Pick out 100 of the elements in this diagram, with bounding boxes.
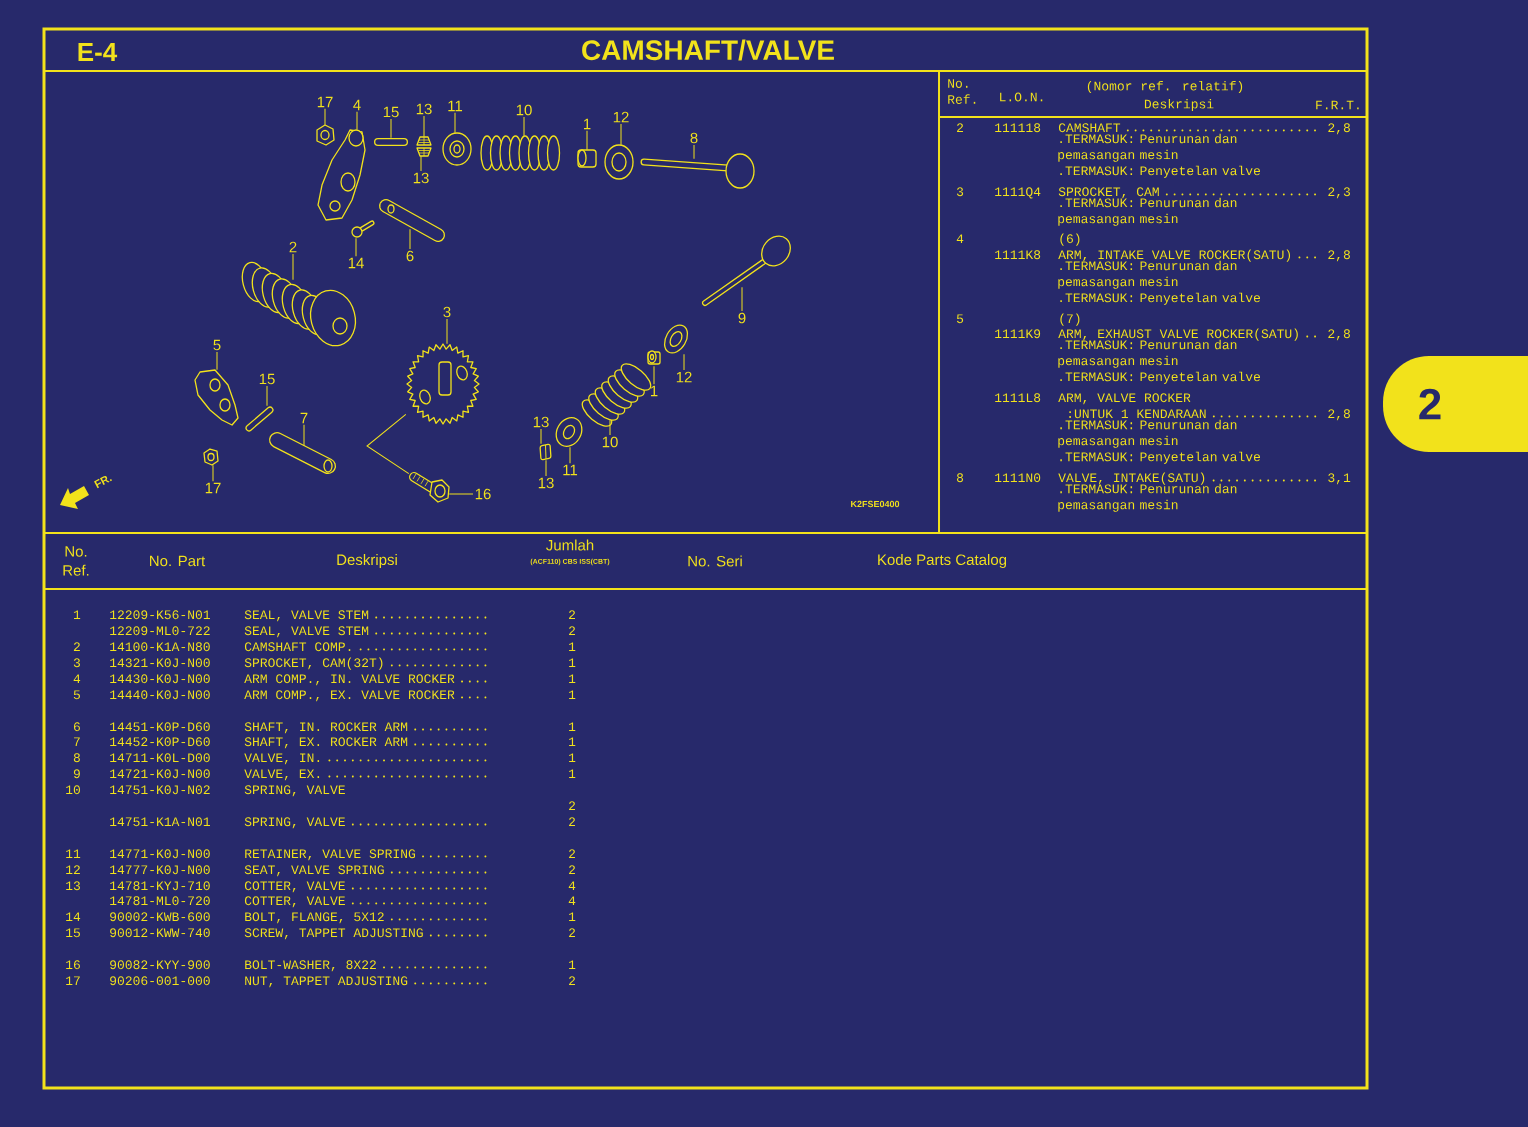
table-cell: 14777-K0J-N00	[110, 865, 210, 875]
table-cell: 3,1	[1328, 473, 1351, 485]
retainer-drawing	[442, 132, 472, 166]
table-cell: 16	[66, 960, 80, 970]
leader-line	[454, 112, 456, 134]
callout-number: 10	[602, 436, 618, 448]
leader-line	[693, 144, 695, 160]
table-cell: 1	[569, 658, 576, 667]
leader-line	[540, 428, 542, 445]
table-cell: SEAT, VALVE SPRING	[244, 865, 384, 877]
table-cell: .TERMASUK: Penyetelan valve	[1060, 165, 1260, 178]
leader-line	[545, 459, 547, 477]
table-cell: 13	[66, 881, 80, 891]
table-cell: 2	[73, 642, 80, 651]
table-cell: 1	[569, 690, 576, 699]
callout-number: 8	[690, 132, 698, 144]
table-cell: SEAL, VALVE STEM	[244, 610, 369, 622]
table-cell: 2,8	[1328, 409, 1350, 421]
table-cell: COTTER, VALVE	[244, 881, 345, 893]
table-cell: 2	[569, 976, 575, 985]
table-cell: 7	[74, 737, 80, 746]
table-cell: .TERMASUK: Penurunan dan pemasangan mesin	[1058, 419, 1237, 448]
nut-drawing	[203, 448, 219, 466]
spring-drawing	[581, 363, 652, 427]
table-cell: CAMSHAFT COMP.	[244, 642, 351, 652]
table-cell: (6)	[1060, 233, 1080, 246]
table-cell: SPRING, VALVE	[244, 817, 345, 829]
table-cell: 14781-ML0-720	[110, 896, 210, 906]
table-cell: 4	[568, 896, 576, 905]
bolt-drawing	[351, 220, 375, 238]
column-header: No. Ref.	[63, 546, 89, 576]
table-cell: 90082-KYY-900	[110, 960, 210, 970]
table-cell: .TERMASUK: Penurunan dan pemasangan mesin	[1058, 339, 1237, 368]
table-cell: .TERMASUK: Penurunan dan pemasangan mesin	[1058, 197, 1237, 226]
valve-seal-drawing	[647, 350, 661, 365]
table-cell: RETAINER, VALVE SPRING	[245, 849, 415, 861]
leader-line	[303, 424, 305, 447]
table-cell: 1	[569, 960, 576, 969]
callout-number: 13	[533, 416, 549, 428]
table-cell: 1	[569, 737, 576, 746]
table-cell: 8	[73, 753, 80, 763]
leader-line	[609, 419, 611, 436]
leader-line	[741, 286, 743, 312]
table-cell: 14	[66, 912, 81, 921]
table-cell: CAMSHAFT	[1058, 123, 1121, 133]
assembly-line	[366, 413, 410, 475]
table-cell: SHAFT, IN. ROCKER ARM	[244, 722, 408, 734]
direction-label: FR.	[94, 476, 112, 489]
table-cell: 8	[956, 473, 964, 483]
table-cell: 14711-K0L-D00	[110, 753, 210, 763]
column-header: No. Ref.	[948, 79, 976, 104]
table-cell: 4	[73, 674, 81, 683]
table-cell: 2	[569, 626, 575, 635]
table-cell: 90206-001-000	[110, 976, 210, 986]
figure-code: K2FSE0400	[851, 500, 900, 508]
column-header: No. Part	[150, 555, 206, 567]
column-header: Deskripsi	[1144, 98, 1214, 112]
table-cell: 2,8	[1328, 123, 1350, 135]
table-cell: 1111K8	[995, 250, 1041, 260]
table-cell: .TERMASUK: Penurunan dan pemasangan mesin	[1058, 260, 1237, 289]
table-cell: 3	[73, 658, 80, 668]
table-cell: :UNTUK 1 KENDARAAN	[1069, 409, 1206, 419]
column-header: L.O.N.	[1000, 92, 1043, 102]
table-cell: 2	[569, 817, 575, 826]
leader-line	[266, 385, 268, 407]
table-cell: 2	[569, 849, 575, 858]
nut-drawing	[316, 124, 335, 146]
leader-line	[653, 365, 655, 385]
bolt-drawing	[409, 472, 450, 503]
callout-number: 6	[406, 250, 414, 262]
leader-line	[356, 111, 358, 131]
table-cell: 12209-ML0-722	[110, 626, 210, 636]
table-cell: 2	[569, 928, 575, 937]
callout-number: 3	[443, 306, 451, 318]
table-cell: 14451-K0P-D60	[110, 722, 210, 732]
leader-line	[355, 237, 357, 257]
table-cell: 1	[569, 753, 576, 762]
spring-drawing	[480, 135, 561, 171]
callout-number: 16	[475, 488, 491, 500]
table-cell: 15	[66, 928, 80, 938]
rocker-arm-drawing	[317, 129, 366, 221]
callout-number: 10	[516, 104, 532, 116]
page-tab: 2	[1383, 356, 1528, 452]
leader-line	[569, 446, 571, 464]
table-cell: 2	[569, 610, 575, 619]
table-cell: COTTER, VALVE	[244, 896, 345, 908]
table-cell: 1	[569, 674, 576, 683]
leader-line	[523, 116, 525, 137]
sheet-number: E-4	[78, 43, 118, 61]
callout-number: 17	[317, 96, 333, 108]
leader-line	[446, 318, 448, 345]
column-header: Deskripsi	[337, 554, 397, 568]
valve-seal-drawing	[577, 149, 597, 168]
title: CAMSHAFT/VALVE	[582, 39, 834, 61]
table-cell: 14721-K0J-N00	[110, 769, 210, 779]
leader-line	[212, 464, 214, 482]
column-header: Kode Parts Catalog	[878, 554, 1007, 568]
table-cell: 2,3	[1328, 187, 1350, 199]
callout-number: 4	[353, 99, 361, 111]
leader-line	[420, 155, 422, 172]
